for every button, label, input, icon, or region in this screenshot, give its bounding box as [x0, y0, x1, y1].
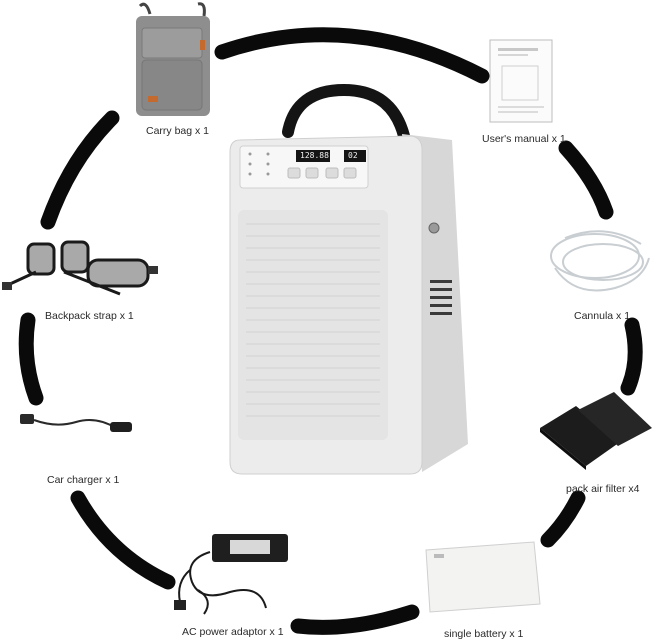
backpack-strap-label: Backpack strap x 1 — [45, 310, 134, 322]
users-manual-image — [489, 39, 553, 123]
display-right: 02 — [348, 151, 358, 160]
arc-top-right — [558, 140, 614, 220]
arc-bottom — [290, 604, 420, 635]
battery-label: single battery x 1 — [444, 628, 524, 640]
display-left: 128.88 — [300, 151, 329, 160]
oxygen-concentrator-image — [229, 84, 468, 475]
ac-adaptor-image — [174, 534, 288, 615]
cannula-label: Cannula x 1 — [574, 310, 631, 322]
backpack-strap-image — [2, 240, 158, 296]
car-charger-image — [20, 414, 132, 432]
users-manual-label: User's manual x 1 — [482, 133, 566, 145]
ac-adaptor-label: AC power adaptor x 1 — [182, 626, 284, 638]
arc-left — [18, 312, 44, 406]
arc-upper-left — [40, 110, 120, 230]
car-charger-label: Car charger x 1 — [47, 474, 120, 486]
arc-lower-left — [70, 490, 176, 590]
air-filter-image — [540, 392, 652, 470]
arc-top — [214, 27, 490, 84]
battery-image — [425, 541, 541, 613]
carry-bag-label: Carry bag x 1 — [146, 125, 210, 137]
cannula-image — [550, 230, 650, 292]
air-filter-label: pack air filter x4 — [566, 483, 640, 495]
arc-lower-right — [540, 490, 586, 548]
arc-right — [620, 317, 643, 396]
carry-bag-image — [136, 2, 210, 116]
